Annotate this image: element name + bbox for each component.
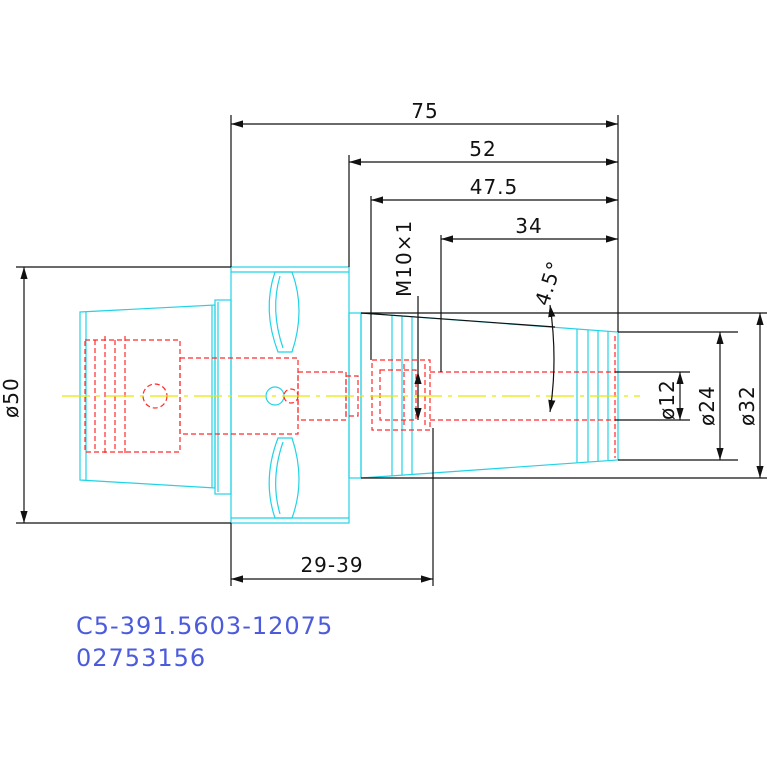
label-dia-32: ø32 bbox=[735, 385, 759, 426]
flange bbox=[230, 266, 350, 524]
label-dia-12: ø12 bbox=[655, 379, 679, 420]
part-outline bbox=[79, 266, 619, 524]
order-code: 02753156 bbox=[76, 644, 207, 672]
flange-slot-top bbox=[268, 271, 300, 353]
label-dia-24: ø24 bbox=[695, 385, 719, 426]
label-dia-50: ø50 bbox=[0, 377, 23, 418]
label-52: 52 bbox=[469, 137, 496, 161]
hidden-lines bbox=[84, 336, 616, 458]
label-angle: 4.5° bbox=[530, 258, 567, 309]
label-47-5: 47.5 bbox=[470, 175, 519, 199]
tapered-nose bbox=[360, 312, 619, 479]
flange-slot-bottom bbox=[268, 437, 300, 519]
label-75: 75 bbox=[411, 99, 438, 123]
label-thread: M10×1 bbox=[392, 220, 416, 297]
dimension-labels: 75 52 47.5 34 29-39 M10×1 4.5° ø50 ø12 ø… bbox=[0, 99, 759, 577]
dimension-lines bbox=[16, 115, 767, 586]
label-34: 34 bbox=[515, 214, 542, 238]
label-29-39: 29-39 bbox=[300, 553, 363, 577]
angle-arc bbox=[548, 304, 556, 413]
part-number: C5-391.5603-12075 bbox=[76, 612, 334, 640]
